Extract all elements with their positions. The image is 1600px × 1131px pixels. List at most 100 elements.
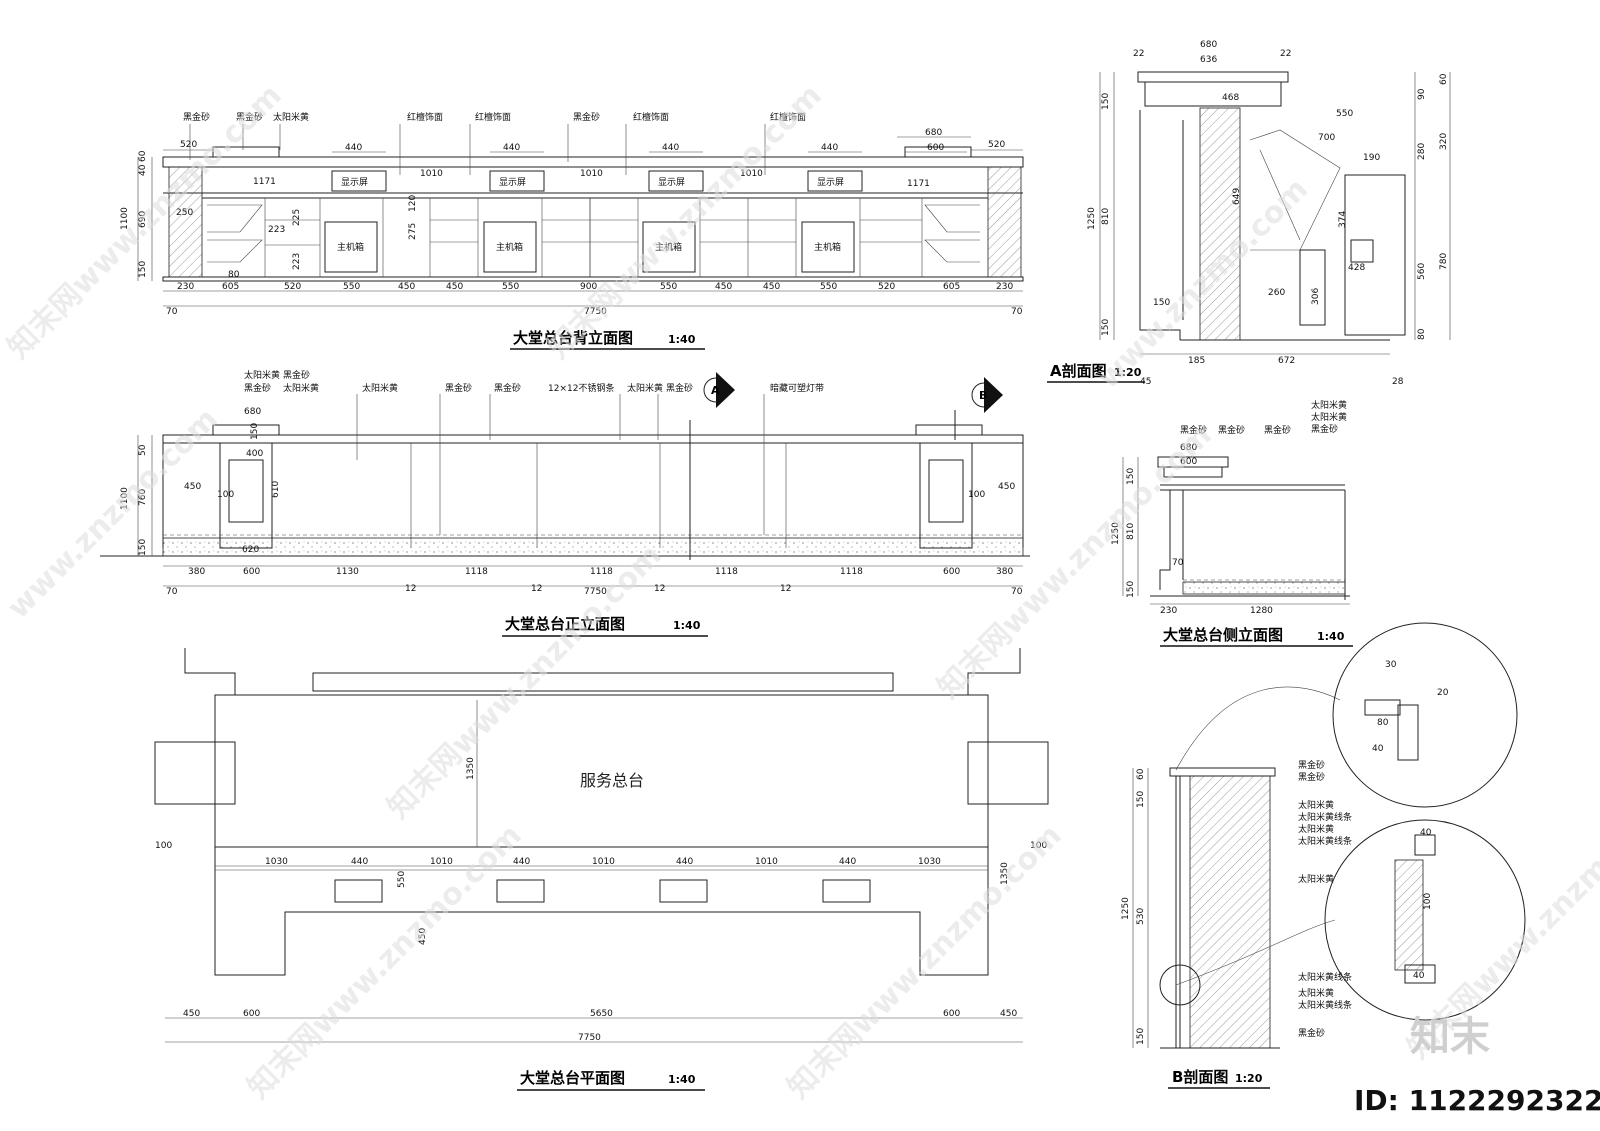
screen-label: 显示屏	[499, 177, 526, 188]
dim-label: 1010	[580, 169, 603, 179]
dim-label: 1130	[336, 567, 359, 577]
dim-label: 30	[1385, 660, 1397, 670]
dim-label: 1118	[590, 567, 613, 577]
dim-label: 230	[1160, 606, 1177, 616]
dim-label: 1350	[466, 757, 476, 780]
note-label: 太阳米黄	[1311, 411, 1347, 423]
note-label: 黑金砂	[1298, 1027, 1325, 1039]
note-label: 黑金砂	[1298, 759, 1325, 771]
dim-label: 50	[138, 444, 148, 456]
dim-label: 70	[166, 307, 178, 317]
dim-label: 1010	[430, 857, 453, 867]
dim-label: 70	[1011, 587, 1023, 597]
dim-label: 780	[1439, 253, 1449, 270]
section-a: 680 636 22 22 468 550 700 190 1250 810 1…	[1047, 40, 1451, 387]
dim-label: 450	[418, 928, 428, 945]
dim-label: 440	[662, 143, 679, 153]
dim-label: 40	[1420, 828, 1432, 838]
image-id-label: ID: 1122292322	[1354, 1084, 1600, 1117]
scale-label: 1:40	[1317, 630, 1345, 643]
dim-label: 610	[271, 481, 281, 498]
dim-label: 320	[1439, 133, 1449, 150]
dim-label: 150	[1153, 298, 1170, 308]
watermark-text: www.znzmo.com	[1, 402, 225, 626]
dim-label: 28	[1392, 377, 1404, 387]
note-label: 太阳米黄	[1298, 799, 1334, 811]
dim-label: 1010	[420, 169, 443, 179]
dim-label: 20	[1437, 688, 1449, 698]
dim-label: 100	[217, 490, 234, 500]
dim-label: 12	[780, 584, 791, 594]
service-desk-label: 服务总台	[580, 771, 644, 790]
side-elevation-title: 大堂总台侧立面图	[1163, 626, 1283, 644]
section-a-title: A剖面图	[1050, 362, 1107, 380]
dim-label: 520	[988, 140, 1005, 150]
note-label: 黑金砂	[573, 111, 600, 123]
dim-label: 100	[1423, 893, 1433, 910]
dim-label: 1250	[1087, 207, 1097, 230]
note-label: 12×12不锈钢条	[548, 382, 614, 394]
note-label: 黑金砂	[283, 369, 310, 381]
note-label: 黑金砂	[1311, 423, 1338, 435]
screen-label: 显示屏	[817, 177, 844, 188]
note-label: 黑金砂	[666, 382, 693, 394]
note-label: 太阳米黄线条	[1298, 999, 1352, 1011]
dim-label: 70	[1172, 558, 1184, 568]
dim-label: 80	[1417, 328, 1427, 340]
dim-label: 40	[1372, 744, 1384, 754]
dim-label: 22	[1280, 49, 1291, 59]
dim-label: 520	[878, 282, 895, 292]
dim-label: 40	[138, 164, 148, 176]
dim-label: 600	[1180, 457, 1197, 467]
dim-label: 600	[243, 567, 260, 577]
dim-label: 605	[943, 282, 960, 292]
front-elevation: A B 太阳米黄 黑金砂 黑金砂 太阳米黄 太阳米黄 黑金砂 黑金砂 12×12…	[100, 369, 1030, 637]
dim-label: 5650	[590, 1009, 613, 1019]
dim-label: 280	[1417, 143, 1427, 160]
dim-label: 7750	[584, 307, 607, 317]
section-b: 30 20 80 40 40 100 40 黑金砂 黑金砂 太阳米黄 太阳米黄线…	[1121, 622, 1526, 1089]
dim-label: 450	[715, 282, 732, 292]
dim-label: 1010	[755, 857, 778, 867]
dim-label: 380	[996, 567, 1013, 577]
dim-label: 680	[925, 128, 942, 138]
dim-label: 468	[1222, 93, 1239, 103]
dim-label: 450	[998, 482, 1015, 492]
dim-label: 380	[188, 567, 205, 577]
dim-label: 1100	[120, 207, 130, 230]
dim-label: 150	[138, 261, 148, 278]
brand-logo: 知末	[1410, 1014, 1490, 1060]
note-label: 太阳米黄线条	[1298, 811, 1352, 823]
dim-label: 150	[1101, 93, 1111, 110]
dim-label: 550	[1336, 109, 1353, 119]
dim-label: 1118	[465, 567, 488, 577]
dim-label: 150	[1126, 468, 1136, 485]
dim-label: 150	[1101, 319, 1111, 336]
dim-label: 680	[244, 407, 261, 417]
back-elevation-title: 大堂总台背立面图	[513, 329, 633, 347]
dim-label: 1250	[1121, 897, 1131, 920]
plan-view: 服务总台 1350 1350 100 100 550 450 1030 440 …	[154, 648, 1049, 1091]
dim-label: 250	[176, 208, 193, 218]
note-label: 黑金砂	[494, 382, 521, 394]
section-marker-a: A	[711, 384, 720, 397]
dim-label: 275	[408, 223, 418, 240]
dim-label: 60	[1136, 768, 1146, 780]
screen-label: 显示屏	[341, 177, 368, 188]
note-label: 红檀饰面	[407, 111, 443, 123]
dim-label: 600	[943, 567, 960, 577]
back-elevation: 显示屏 显示屏 显示屏 显示屏	[120, 111, 1024, 350]
plan-title: 大堂总台平面图	[520, 1069, 625, 1087]
dim-label: 190	[1363, 153, 1380, 163]
dim-label: 900	[580, 282, 597, 292]
note-label: 红檀饰面	[475, 111, 511, 123]
dim-label: 1171	[253, 177, 276, 187]
dim-label: 550	[397, 871, 407, 888]
dim-label: 60	[138, 150, 148, 162]
dim-label: 90	[1417, 88, 1427, 100]
dim-label: 1010	[592, 857, 615, 867]
section-marker-b: B	[979, 389, 987, 402]
section-b-title: B剖面图	[1172, 1068, 1228, 1086]
dim-label: 649	[1232, 188, 1242, 205]
